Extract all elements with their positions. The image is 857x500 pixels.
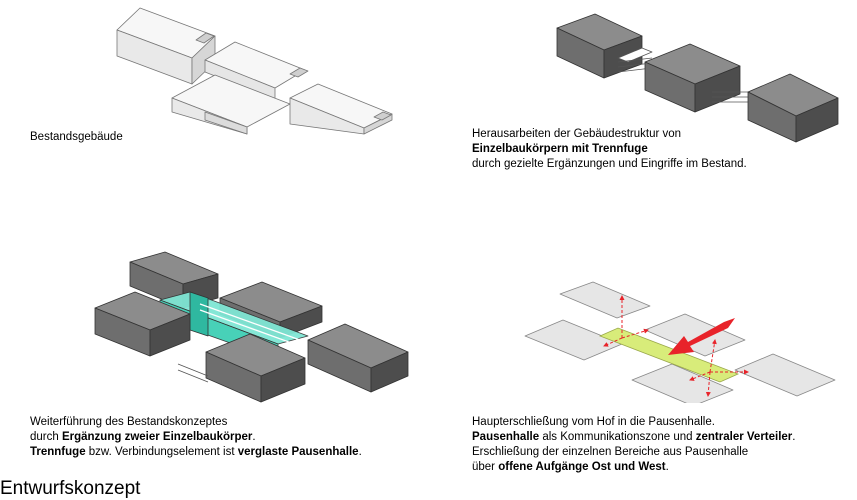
caption-line: durch gezielte Ergänzungen und Eingriffe… [472, 157, 747, 172]
caption-line: Weiterführung des Bestandskonzeptes [30, 415, 362, 430]
main-entry-arrow [668, 318, 735, 355]
caption-bold-text: verglaste Pausenhalle [237, 446, 359, 458]
caption-text: . [665, 461, 669, 473]
caption-text: als Kommunikationszone und [539, 431, 696, 443]
caption-line: Bestandsgebäude [30, 130, 123, 145]
caption-line: durch Ergänzung zweier Einzelbaukörper. [30, 430, 362, 445]
added-blocks-diagram [94, 251, 409, 403]
existing-building-diagram [116, 7, 393, 135]
caption-bold-text: Ergänzung zweier Einzelbaukörper [61, 431, 253, 443]
circulation-diagram [524, 281, 836, 403]
caption-line: Pausenhalle als Kommunikationszone und z… [472, 430, 795, 445]
caption-text: . [358, 446, 362, 458]
caption-text: durch [30, 431, 62, 443]
caption-line: über offene Aufgänge Ost und West. [472, 460, 795, 475]
caption-text: Weiterführung des Bestandskonzeptes [30, 416, 228, 428]
caption-bestand: Bestandsgebäude [30, 130, 123, 145]
caption-line: Einzelbaukörpern mit Trennfuge [472, 142, 747, 157]
page-title: Entwurfskonzept [0, 478, 141, 499]
caption-bold-text: zentraler Verteiler [695, 431, 793, 443]
caption-erschliessung: Haupterschließung vom Hof in die Pausenh… [472, 415, 795, 475]
caption-weiterfuehrung: Weiterführung des Bestandskonzeptes durch… [30, 415, 362, 460]
caption-bold-text: Einzelbaukörpern mit Trennfuge [472, 143, 648, 155]
caption-line: Erschließung der einzelnen Bereiche aus … [472, 445, 795, 460]
separated-blocks-diagram [556, 13, 839, 143]
caption-bold-text: Trennfuge [30, 446, 86, 458]
pause-hall-floor [598, 327, 740, 383]
caption-text: durch gezielte Ergänzungen und Eingriffe… [472, 158, 747, 170]
caption-text: Haupterschließung vom Hof in die Pausenh… [472, 416, 715, 428]
caption-text: bzw. Verbindungselement ist [85, 446, 238, 458]
caption-bold-text: Pausenhalle [472, 431, 540, 443]
caption-bold-text: offene Aufgänge Ost und West [498, 461, 666, 473]
caption-text: Herausarbeiten der Gebäudestruktur von [472, 128, 682, 140]
caption-text: . [792, 431, 796, 443]
caption-text: Erschließung der einzelnen Bereiche aus … [472, 446, 749, 458]
caption-line: Herausarbeiten der Gebäudestruktur von [472, 127, 747, 142]
caption-text: Bestandsgebäude [30, 131, 123, 143]
caption-line: Haupterschließung vom Hof in die Pausenh… [472, 415, 795, 430]
caption-text: über [472, 461, 499, 473]
caption-text: . [252, 431, 256, 443]
caption-line: Trennfuge bzw. Verbindungselement ist ve… [30, 445, 362, 460]
